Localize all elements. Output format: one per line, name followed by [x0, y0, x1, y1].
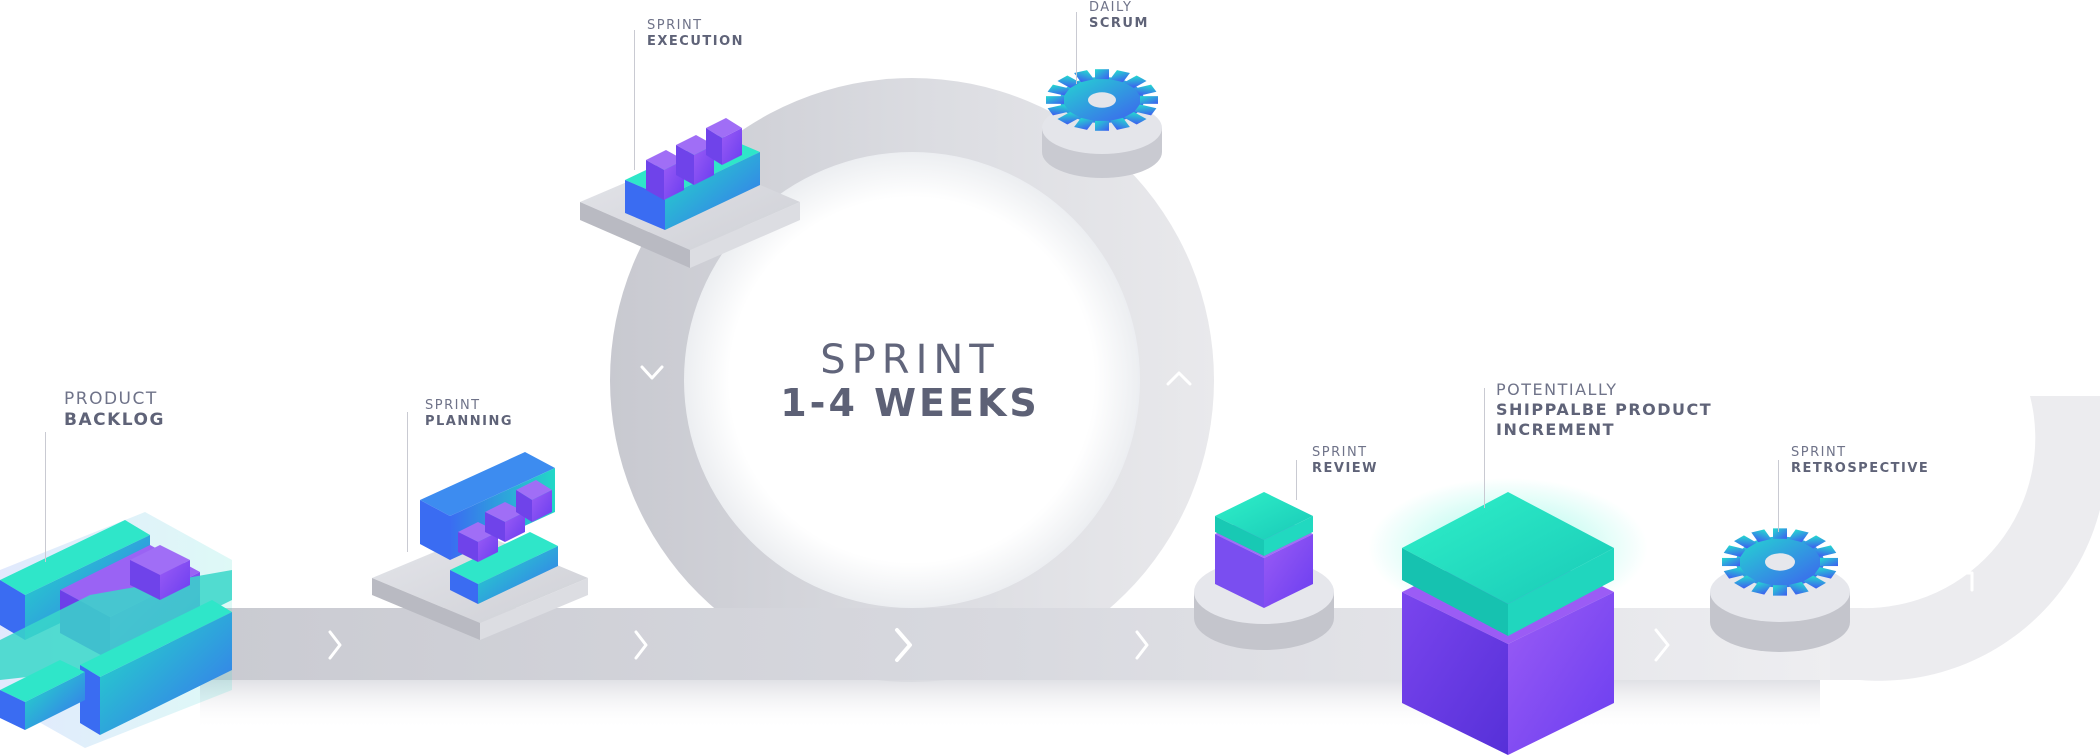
leader-line: [1778, 460, 1779, 532]
chevron-right-icon: [895, 628, 912, 662]
chevron-up-icon: [1166, 371, 1192, 386]
chevron-right-icon: [634, 630, 648, 660]
sprint-duration-title: SPRINT 1-4 WEEKS: [780, 338, 1040, 426]
sprint-duration: 1-4 WEEKS: [780, 381, 1040, 425]
sprint-title: SPRINT: [820, 337, 1000, 383]
chevron-down-icon: [640, 365, 664, 380]
leader-line: [45, 432, 46, 562]
label-sprint-planning: SPRINT PLANNING: [425, 398, 514, 430]
gear-icon: [1042, 69, 1162, 178]
chevron-right-icon: [1654, 628, 1670, 662]
label-sprint-review: SPRINT REVIEW: [1312, 445, 1379, 477]
leader-line: [1296, 460, 1297, 500]
chevron-up-icon: [1956, 571, 1974, 592]
leader-line: [1076, 12, 1077, 84]
gear-icon: [1710, 528, 1850, 652]
label-product-backlog: PRODUCT BACKLOG: [64, 389, 165, 431]
cube-stack-icon: [1368, 478, 1648, 755]
cube-stack-icon: [580, 118, 800, 268]
leader-line: [1484, 388, 1485, 508]
cube-stack-icon: [372, 452, 588, 640]
label-increment: POTENTIALLY SHIPPALBE PRODUCT INCREMENT: [1496, 380, 1713, 439]
chevron-right-icon: [328, 630, 342, 660]
leader-line: [634, 30, 635, 170]
leader-line: [407, 412, 408, 552]
cube-stack-icon: [1194, 492, 1334, 650]
label-sprint-execution: SPRINT EXECUTION: [647, 18, 745, 50]
cube-stack-icon: [0, 512, 232, 748]
label-daily-scrum: DAILY SCRUM: [1089, 0, 1149, 32]
chevron-right-icon: [1135, 630, 1149, 660]
label-sprint-retrospective: SPRINT RETROSPECTIVE: [1791, 445, 1930, 477]
